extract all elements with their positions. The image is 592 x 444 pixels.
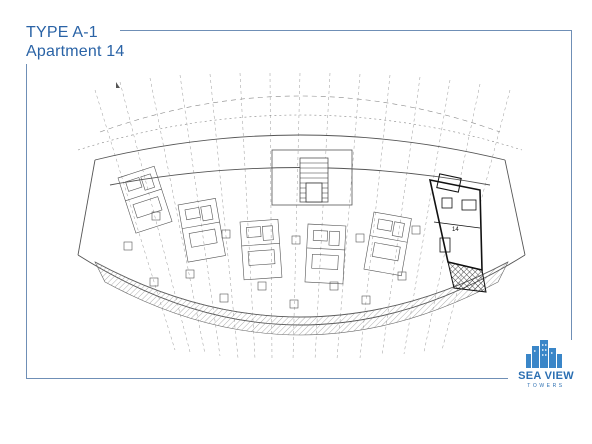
drawing-frame [26,30,572,379]
apartment-units [117,165,421,309]
brand-name: SEA VIEW [518,370,574,382]
apartment-14-highlight [428,173,487,293]
stair-core [271,149,353,206]
north-marker-icon [116,82,120,88]
unit-number-label: 14 [452,227,459,233]
brand-subtitle: TOWERS [527,383,565,389]
title-mask [20,22,120,64]
outer-arcs [77,95,523,151]
type-title: TYPE A-1 [26,24,98,41]
balcony-band [94,261,509,336]
city-buildings-icon [526,340,562,368]
apartment-title: Apartment 14 [26,43,125,60]
